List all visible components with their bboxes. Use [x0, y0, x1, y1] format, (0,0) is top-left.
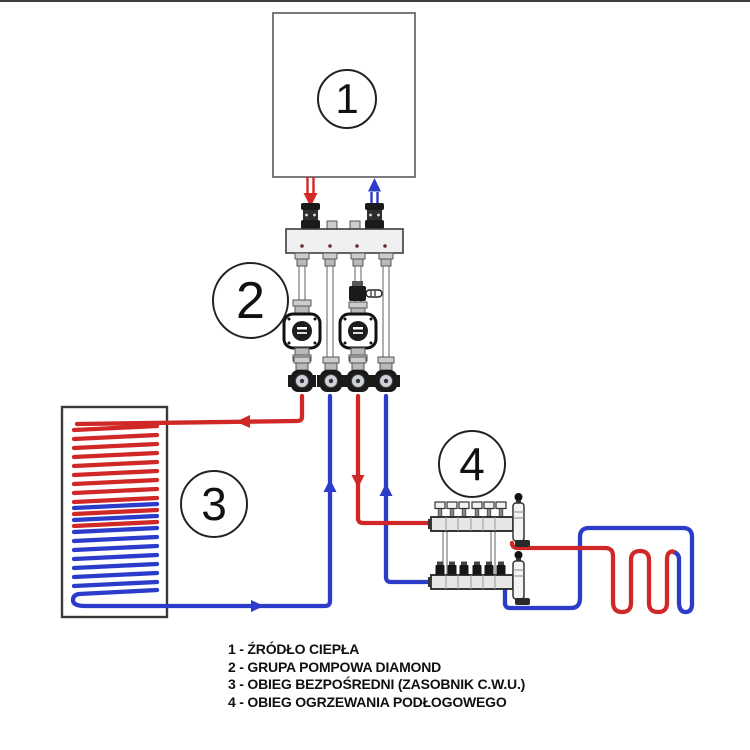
spare-port-cap: [326, 220, 338, 230]
arrow-from-tank-icon: [251, 600, 264, 612]
floor-loop-return-pipe: [502, 525, 695, 615]
top-border-line: [0, 0, 750, 2]
node-number: 2: [236, 271, 265, 330]
legend-item-4: 4 - OBIEG OGRZEWANIA PODŁOGOWEGO: [228, 693, 507, 710]
ball-valve-row: [288, 356, 400, 392]
legend-item-1: 1 - ŹRÓDŁO CIEPŁA: [228, 641, 360, 657]
manifold-return-pipe: [383, 393, 435, 585]
arrow-up-return1-icon: [323, 479, 337, 492]
legend-item-2: 2 - GRUPA POMPOWA DIAMOND: [228, 658, 442, 675]
ball-valve: [288, 356, 316, 392]
circulation-pump-2: [338, 301, 378, 362]
node-number: 4: [459, 438, 485, 490]
pumpgroup-to-tank-supply-pipe: [74, 393, 305, 427]
node-number: 1: [335, 75, 359, 122]
source-supply-arrow: [303, 177, 318, 207]
ball-valve: [344, 356, 372, 392]
arrow-to-tank-icon: [236, 415, 250, 428]
outlet-fittings: [294, 252, 394, 267]
manifold-supply-bar: [428, 501, 514, 532]
tank-coil: [71, 423, 160, 589]
node-label-floor-circuit: 4: [438, 430, 506, 498]
manifold-end-fitting-bottom: [512, 551, 530, 605]
isolation-valve-hot: [301, 203, 320, 229]
pumpgroup-to-manifold-supply-pipe: [355, 393, 435, 526]
arrow-down-supply2-icon: [351, 475, 365, 488]
arrow-up-return2-icon: [379, 483, 393, 496]
tank-to-pumpgroup-return-pipe: [70, 393, 333, 609]
isolation-valve-cold: [365, 203, 384, 229]
manifold-end-fitting-top: [512, 493, 530, 547]
floor-manifold: [428, 493, 530, 605]
spare-port-cap: [349, 220, 361, 230]
legend: 1 - ŹRÓDŁO CIEPŁA 2 - GRUPA POMPOWA DIAM…: [228, 641, 525, 711]
distribution-bar: [285, 228, 404, 254]
bypass-valve: [349, 281, 383, 301]
ball-valve: [317, 356, 345, 392]
flow-arrows: [236, 415, 393, 612]
ball-valve: [372, 356, 400, 392]
node-label-heat-source: 1: [317, 69, 377, 129]
pump-group: [282, 177, 404, 392]
legend-item-3: 3 - OBIEG BEZPOŚREDNI (ZASOBNIK C.W.U.): [228, 676, 526, 693]
hot-pipes: [74, 393, 676, 615]
cold-pipes: [70, 393, 695, 615]
manifold-return-bar: [428, 561, 514, 590]
node-number: 3: [201, 478, 227, 530]
floor-loop-supply-pipe: [509, 540, 676, 615]
node-label-pump-group: 2: [212, 262, 289, 339]
source-return-arrow: [368, 178, 381, 207]
circulation-pump-1: [282, 299, 322, 362]
node-label-tank-circuit: 3: [180, 470, 248, 538]
